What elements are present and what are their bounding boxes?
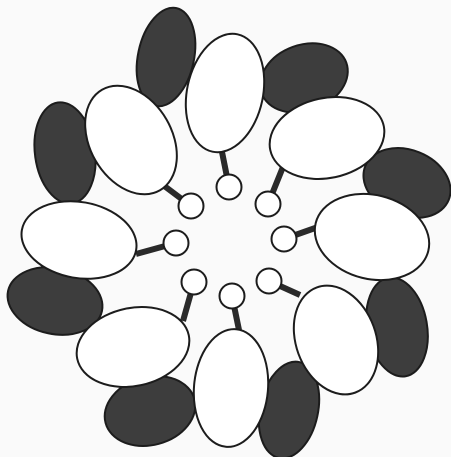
head-bead-layer — [164, 175, 297, 309]
head-bead — [179, 194, 204, 219]
head-bead — [256, 192, 281, 217]
head-bead — [257, 269, 282, 294]
light-lobe-layer — [15, 26, 438, 450]
head-bead — [217, 175, 242, 200]
head-bead — [164, 231, 189, 256]
head-bead — [272, 227, 297, 252]
head-bead — [220, 284, 245, 309]
head-bead — [182, 270, 207, 295]
